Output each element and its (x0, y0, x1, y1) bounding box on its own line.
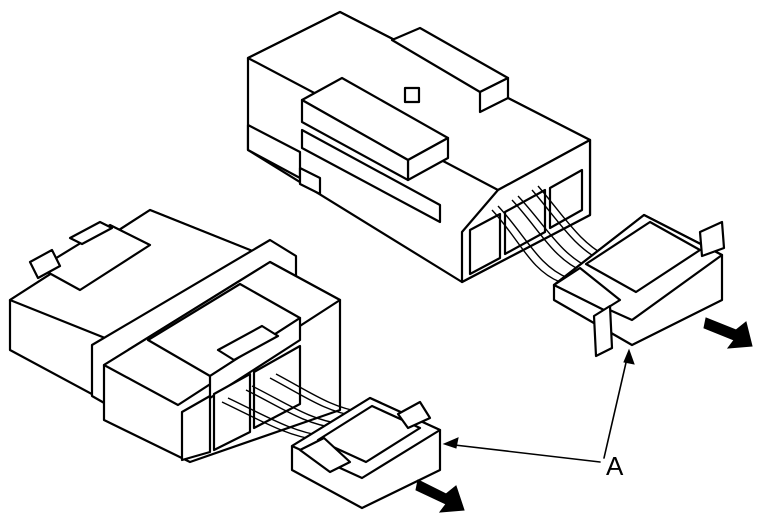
lower-connector-housing (8, 208, 342, 464)
upper-terminal-retainer (552, 213, 726, 358)
callout-label-a: A (606, 451, 624, 481)
callout-leaders (442, 348, 635, 463)
upper-connector-housing (246, 10, 592, 284)
lower-terminal-retainer (290, 396, 442, 510)
lower-pull-direction-arrow (415, 479, 465, 513)
upper-pull-direction-arrow (703, 317, 753, 349)
